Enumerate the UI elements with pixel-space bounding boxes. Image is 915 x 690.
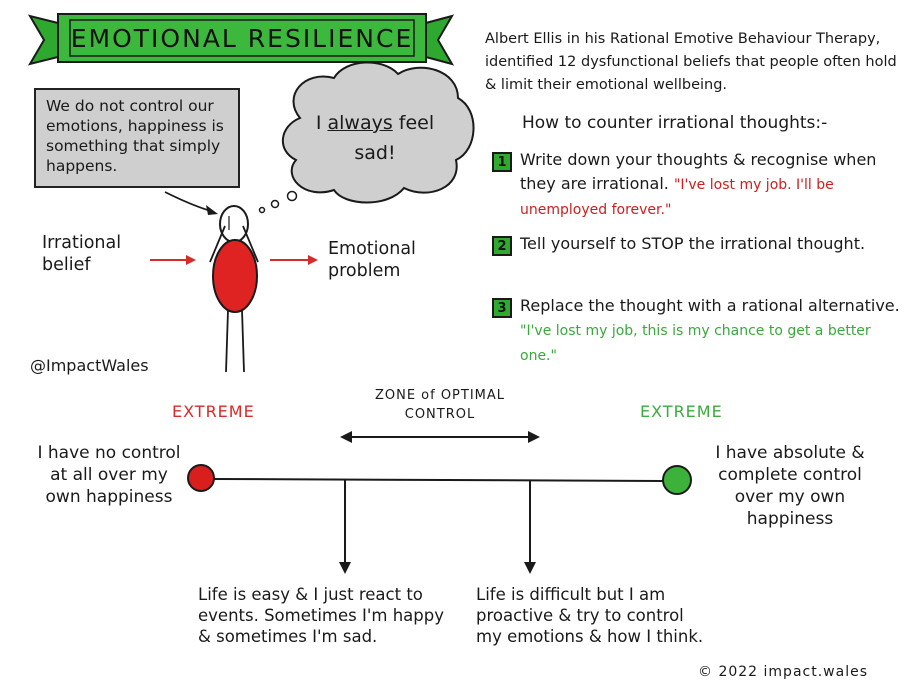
step-1-number: 1 <box>492 152 512 172</box>
note-arrow-head <box>206 205 218 215</box>
note-arrow-line <box>164 191 215 213</box>
thought-dot-small <box>258 206 266 214</box>
step-2-number: 2 <box>492 236 512 256</box>
bottom-left-text: Life is easy & I just react to events. S… <box>198 585 444 646</box>
step-2-text: Tell yourself to STOP the irrational tho… <box>520 234 866 253</box>
thought-cloud <box>281 61 475 204</box>
left-extreme-dot <box>187 464 215 492</box>
step-3-text: Replace the thought with a rational alte… <box>520 296 900 315</box>
scale-line <box>213 478 665 482</box>
left-extreme-label: EXTREME <box>172 402 255 421</box>
copyright: © 2022 impact.wales <box>698 664 868 680</box>
label-irrational-belief: Irrational belief <box>42 233 122 275</box>
step-3: Replace the thought with a rational alte… <box>520 294 900 368</box>
thought-dot-large <box>286 190 298 202</box>
step-1-text: Write down your thoughts & recognise whe… <box>520 150 877 193</box>
right-extreme-dot <box>662 465 692 495</box>
handle: @ImpactWales <box>30 356 149 375</box>
figure-head <box>219 205 249 243</box>
step-3-number: 3 <box>492 298 512 318</box>
step-1-quote: "I've lost my job. I'll be unemployed fo… <box>520 177 834 218</box>
banner-inner <box>69 19 415 57</box>
label-emotional-problem: Emotional problem <box>328 239 416 281</box>
intro-text: Albert Ellis in his Rational Emotive Beh… <box>485 31 897 93</box>
step-3-quote: "I've lost my job, this is my chance to … <box>520 323 871 364</box>
emphasis-always: always <box>327 112 393 134</box>
left-end-text: I have no control at all over my own hap… <box>37 443 181 507</box>
thought-dot-medium <box>270 199 280 209</box>
right-extreme-label: EXTREME <box>640 402 723 421</box>
zone-label: ZONE of OPTIMAL CONTROL <box>374 388 506 422</box>
how-heading: How to counter irrational thoughts:- <box>522 113 828 133</box>
figure-body <box>212 239 258 313</box>
right-end-text: I have absolute & complete control over … <box>715 443 865 529</box>
thought-text: I always feel sad! <box>315 112 435 164</box>
stick-figure <box>209 205 259 373</box>
step-2: Tell yourself to STOP the irrational tho… <box>520 232 880 256</box>
note-box: We do not control our emotions, happines… <box>34 88 240 188</box>
bottom-right-text: Life is difficult but I am proactive & t… <box>476 585 704 646</box>
banner-title: EMOTIONAL RESILIENCE <box>70 23 414 53</box>
step-1: Write down your thoughts & recognise whe… <box>520 148 900 222</box>
